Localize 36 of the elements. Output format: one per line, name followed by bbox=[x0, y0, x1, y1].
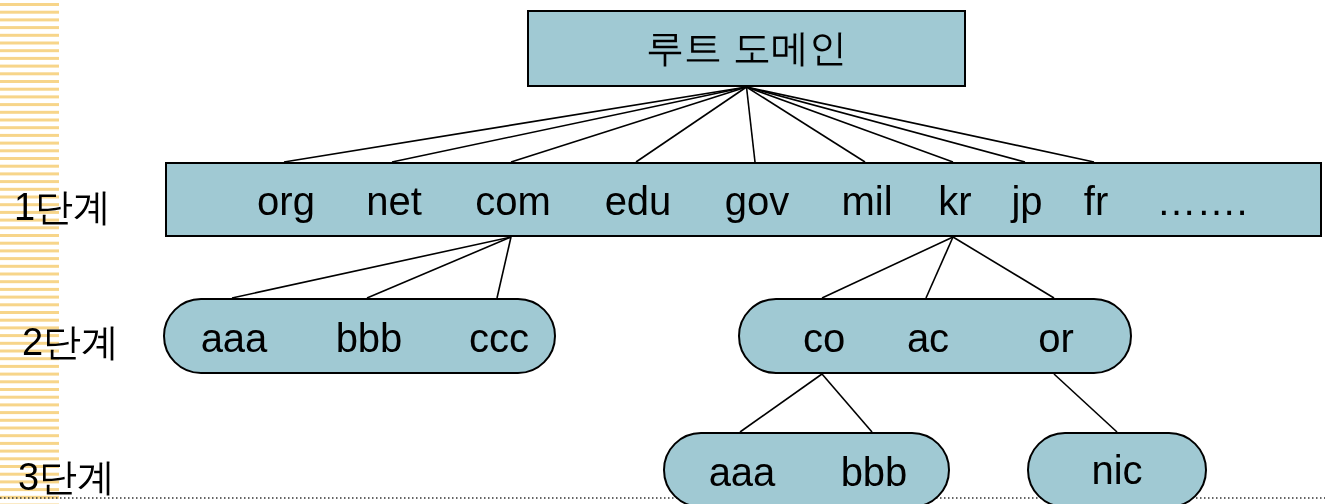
connector-line bbox=[745, 86, 756, 163]
connector-line bbox=[821, 373, 873, 433]
domain-label: ac bbox=[898, 300, 958, 376]
domain-label: ……. bbox=[1142, 164, 1262, 239]
domain-label: kr bbox=[927, 164, 983, 239]
root-box: 루트 도메인 bbox=[527, 10, 966, 87]
level-label: 1단계 bbox=[14, 185, 112, 230]
connector-line bbox=[366, 236, 512, 299]
connector-line bbox=[745, 86, 866, 163]
domain-label: org bbox=[246, 164, 326, 239]
connector-line bbox=[739, 373, 823, 433]
connector-line bbox=[925, 236, 954, 299]
rounded-box bbox=[663, 432, 950, 504]
level-label: 2단계 bbox=[22, 320, 120, 365]
domain-label: jp bbox=[1004, 164, 1050, 239]
domain-label: ccc bbox=[457, 300, 541, 376]
connector-line bbox=[952, 236, 1055, 299]
connector-line bbox=[635, 86, 748, 163]
domain-label: gov bbox=[717, 164, 797, 239]
connector-line bbox=[745, 86, 954, 163]
domain-label: aaa bbox=[700, 434, 784, 504]
domain-label: bbb bbox=[832, 434, 916, 504]
level-band bbox=[165, 162, 1322, 237]
level-label: 3단계 bbox=[18, 455, 116, 500]
connector-line bbox=[1053, 373, 1118, 433]
domain-label: edu bbox=[598, 164, 678, 239]
domain-label: net bbox=[354, 164, 434, 239]
domain-label: or bbox=[1026, 300, 1086, 376]
domain-label: co bbox=[794, 300, 854, 376]
rounded-box: nic bbox=[1027, 432, 1207, 504]
domain-label: aaa bbox=[192, 300, 276, 376]
domain-label: com bbox=[467, 164, 559, 239]
connector-line bbox=[496, 236, 512, 299]
domain-label: bbb bbox=[327, 300, 411, 376]
domain-label: mil bbox=[832, 164, 902, 239]
domain-label: fr bbox=[1075, 164, 1117, 239]
